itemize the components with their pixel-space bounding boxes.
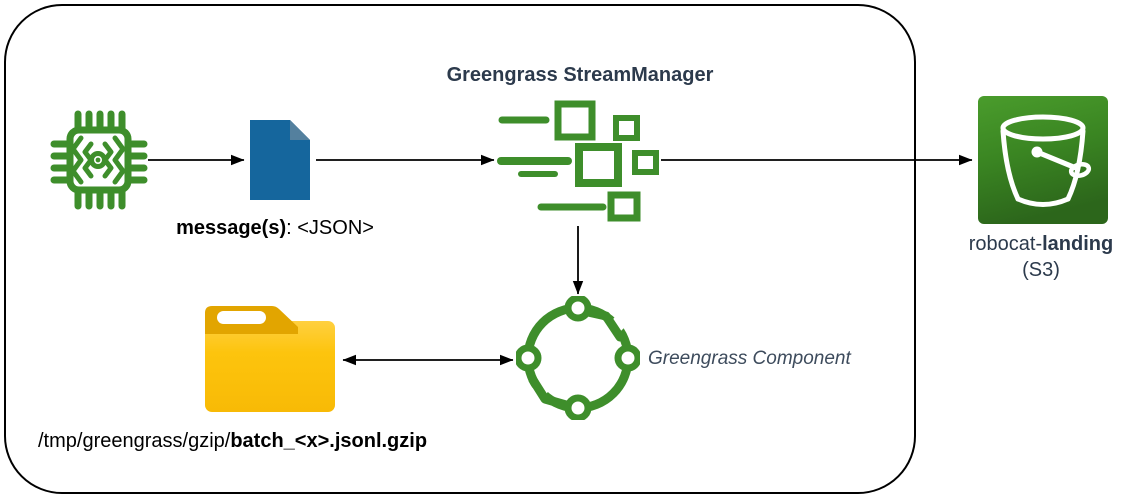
message-label-rest: : <JSON>: [286, 217, 374, 239]
message-label: message(s): <JSON>: [140, 216, 410, 241]
folder-path-label: /tmp/greengrass/gzip/batch_<x>.jsonl.gzi…: [38, 429, 427, 454]
diagram-boundary-box: [4, 4, 916, 494]
streammanager-title: Greengrass StreamManager: [446, 64, 714, 86]
folder-path-bold: batch_<x>.jsonl.gzip: [230, 430, 428, 452]
greengrass-component-icon: [516, 296, 640, 420]
document-icon: [250, 120, 310, 200]
folder-icon: [205, 306, 335, 412]
bucket-name-prefix: robocat-: [968, 233, 1043, 255]
bucket-name: robocat-landing: [945, 231, 1130, 257]
s3-bucket-icon: [978, 96, 1108, 224]
component-label: Greengrass Component: [648, 348, 851, 369]
message-label-bold: message(s): [176, 217, 287, 239]
stream-manager-icon: [497, 100, 659, 222]
chip-icon: [50, 110, 148, 210]
bucket-sublabel: (S3): [1022, 259, 1060, 281]
folder-path-prefix: /tmp/greengrass/gzip/: [38, 430, 231, 452]
bucket-label: robocat-landing (S3): [945, 231, 1130, 283]
bucket-name-bold: landing: [1042, 233, 1114, 255]
